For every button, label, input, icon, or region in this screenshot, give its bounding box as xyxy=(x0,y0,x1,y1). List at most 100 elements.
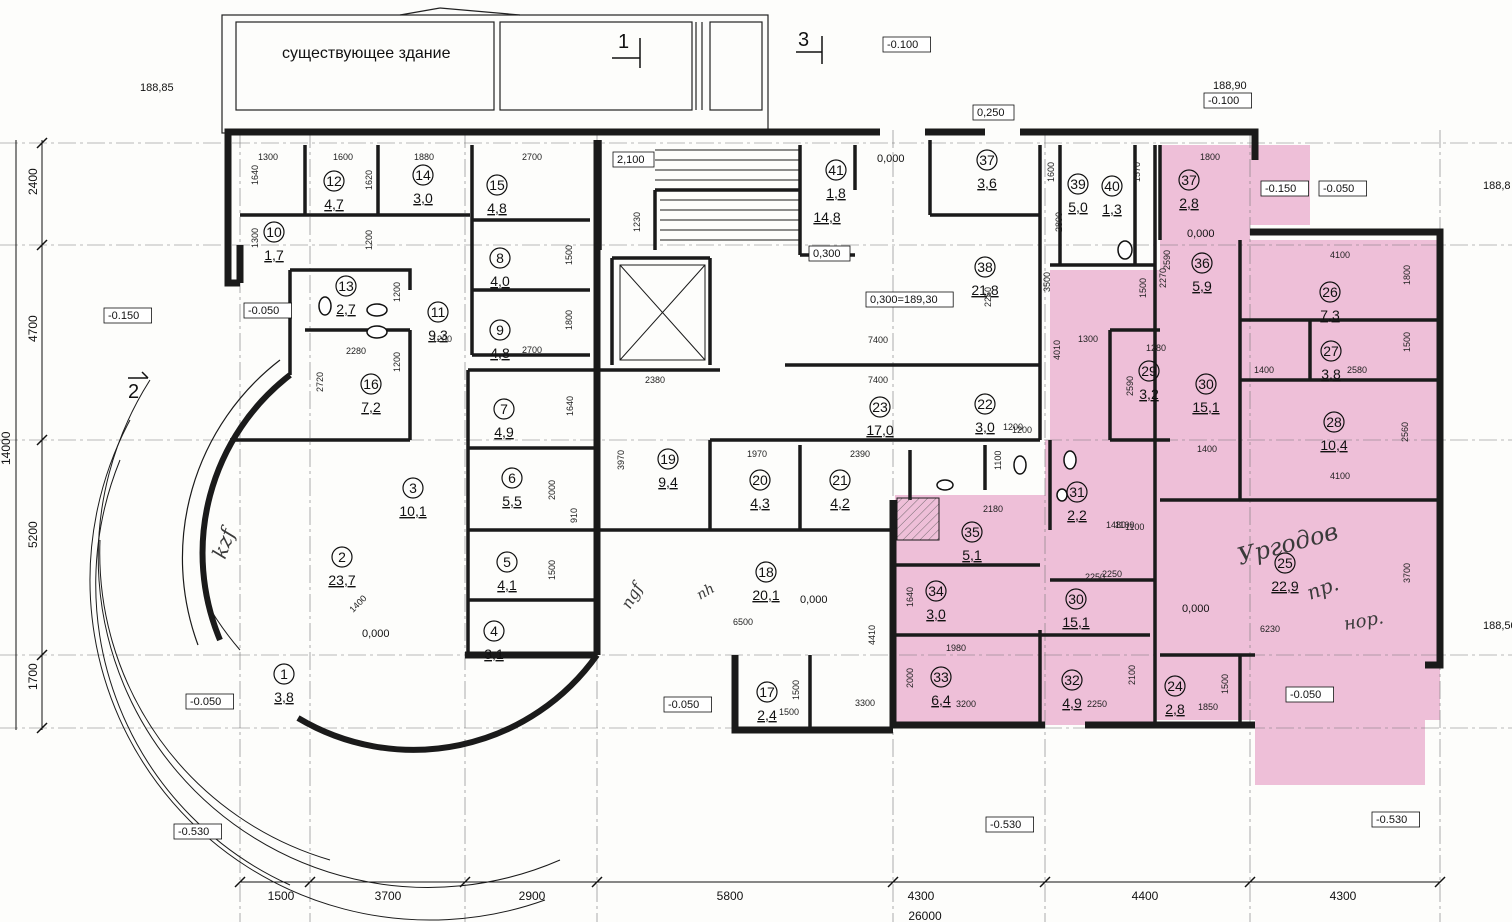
dimension-tick xyxy=(234,876,246,888)
grid-lines xyxy=(0,130,1512,922)
rotunda xyxy=(89,359,600,921)
level-box xyxy=(865,291,954,308)
room-area: 4,7 xyxy=(324,196,344,212)
dimension-inner: 1300 xyxy=(1078,334,1098,344)
dimension-inner: 1500 xyxy=(791,680,801,700)
room-number: 37 xyxy=(1181,172,1197,188)
dimension-inner: 1640 xyxy=(250,165,260,185)
room-number-circle xyxy=(657,448,679,470)
room-number: 3 xyxy=(409,480,417,496)
room-number: 20 xyxy=(752,472,768,488)
room-area: 3,0 xyxy=(413,190,433,206)
room-6: 65,5 xyxy=(501,467,523,509)
dimension-inner: 2250 xyxy=(983,287,993,307)
room-area: 2,7 xyxy=(336,301,356,317)
room-5: 54,1 xyxy=(496,551,518,593)
level-box xyxy=(663,696,712,713)
dimension-inner: 3970 xyxy=(616,450,626,470)
dimension-bottom: 4300 xyxy=(908,889,935,903)
room-26: 267,3 xyxy=(1319,281,1341,323)
room-number-circle xyxy=(974,256,996,278)
room-9: 94,8 xyxy=(489,319,511,361)
level-mark: -0.530 xyxy=(990,819,1021,831)
room-14: 143,0 xyxy=(412,164,434,206)
level-mark: 0,000 xyxy=(877,153,905,165)
room-number-circle xyxy=(1320,340,1342,362)
level-box xyxy=(1203,92,1252,109)
dimension-inner: 2590 xyxy=(1162,250,1172,270)
tinted-zone xyxy=(895,145,1440,785)
room-number: 9 xyxy=(496,322,504,338)
room-number: 13 xyxy=(338,278,354,294)
dimension-tick xyxy=(36,649,48,661)
room-number: 1 xyxy=(280,666,288,682)
room-35: 355,1 xyxy=(961,521,983,563)
section-1-label: 1 xyxy=(618,31,629,53)
room-number: 10 xyxy=(266,224,282,240)
dimension-inner: 1600 xyxy=(333,152,353,162)
room-1: 13,8 xyxy=(273,663,295,705)
room-8: 84,0 xyxy=(489,247,511,289)
level-mark: -0.050 xyxy=(1290,689,1321,701)
dimension-tick xyxy=(1434,876,1446,888)
room-number-circle xyxy=(412,164,434,186)
room-number: 36 xyxy=(1194,255,1210,271)
level-mark: -0.530 xyxy=(178,826,209,838)
room-area: 15,1 xyxy=(1062,614,1089,630)
room-number: 28 xyxy=(1326,414,1342,430)
dimension-left: 5200 xyxy=(26,521,40,548)
room-37: 372,8 xyxy=(1178,169,1200,211)
dimension-tick xyxy=(304,876,316,888)
room-area: 4,8 xyxy=(487,200,507,216)
room-number: 39 xyxy=(1070,176,1086,192)
room-19: 199,4 xyxy=(657,448,679,490)
room-number-circle xyxy=(501,467,523,489)
room-number-circle xyxy=(930,666,952,688)
room-number: 12 xyxy=(326,173,342,189)
room-number: 18 xyxy=(758,564,774,580)
dimension-inner: 1500 xyxy=(779,707,799,717)
room-number: 11 xyxy=(431,304,446,320)
room-number: 8 xyxy=(496,250,504,266)
room-40: 401,3 xyxy=(1101,175,1123,217)
dimension-tick xyxy=(1244,876,1256,888)
room-area: 4,1 xyxy=(497,577,517,593)
room-area: 20,1 xyxy=(752,587,779,603)
room-area: 2,8 xyxy=(1165,701,1185,717)
dimension-inner: 1850 xyxy=(1198,702,1218,712)
room-number-circle xyxy=(755,561,777,583)
dimension-left: 4700 xyxy=(26,315,40,342)
level-mark: 0,000 xyxy=(800,594,828,606)
room-area: 2,4 xyxy=(757,707,777,723)
room-number: 21 xyxy=(832,472,848,488)
dimension-inner: 2250 xyxy=(1085,572,1105,582)
dimension-inner: 1100 xyxy=(1125,522,1144,532)
dimension-inner: 1640 xyxy=(565,396,575,416)
room-area: 4,0 xyxy=(490,273,510,289)
room-area: 4,3 xyxy=(750,495,770,511)
level-mark: -0.150 xyxy=(108,310,139,322)
room-number: 35 xyxy=(964,524,980,540)
room-10: 101,7 xyxy=(263,221,285,263)
dimension-inner: 910 xyxy=(569,508,579,523)
room-number: 16 xyxy=(363,376,379,392)
room-labels: 13,8223,7310,143,154,165,574,984,094,810… xyxy=(263,149,1348,723)
room-area: 4,2 xyxy=(830,495,850,511)
room-area: 4,9 xyxy=(494,424,514,440)
room-number-circle xyxy=(1164,675,1186,697)
handwritten-note: kzf xyxy=(207,522,241,562)
room-21: 214,2 xyxy=(829,469,851,511)
dimension-inner: 1800 xyxy=(564,310,574,330)
dimension-inner: 1200 xyxy=(392,352,402,372)
dimension-inner: 1280 xyxy=(1146,343,1166,353)
room-15: 154,8 xyxy=(486,174,508,216)
dimension-bottom: 2900 xyxy=(519,889,546,903)
dimension-bottom: 4300 xyxy=(1330,889,1357,903)
room-area: 1,7 xyxy=(264,247,284,263)
room-number: 22 xyxy=(977,396,993,412)
room-number: 40 xyxy=(1104,178,1120,194)
room-area: 15,1 xyxy=(1192,399,1219,415)
room-36: 365,9 xyxy=(1191,252,1213,294)
